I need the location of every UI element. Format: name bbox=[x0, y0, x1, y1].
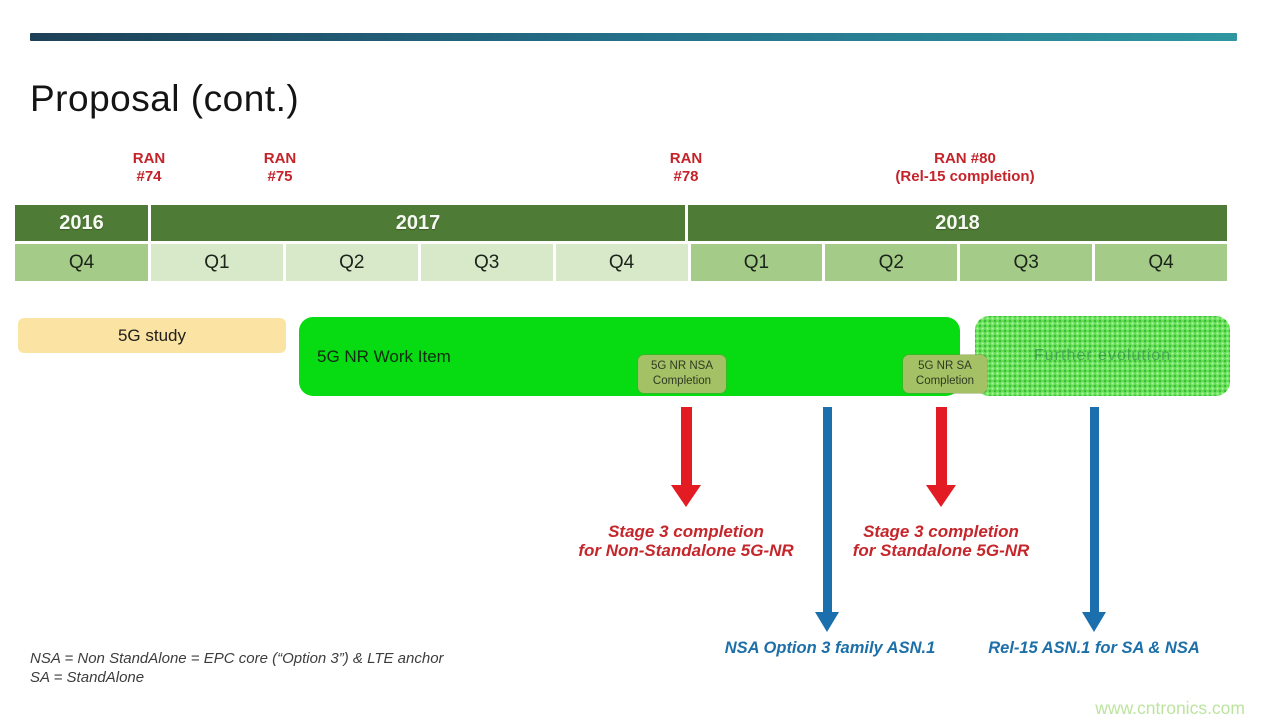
footnote: NSA = Non StandAlone = EPC core (“Option… bbox=[30, 649, 444, 687]
watermark: www.cntronics.com bbox=[1095, 698, 1245, 718]
year-cell-2016: 2016 bbox=[15, 205, 148, 241]
arrow-head bbox=[1082, 612, 1106, 632]
milestone-ran-80: RAN #80 (Rel-15 completion) bbox=[895, 150, 1035, 185]
quarter-cell-2017-q3: Q3 bbox=[420, 244, 553, 281]
accent-bar bbox=[30, 33, 1237, 41]
note-rel15-asn1: Rel-15 ASN.1 for SA & NSA bbox=[988, 639, 1200, 657]
footnote-line-sa: SA = StandAlone bbox=[30, 669, 145, 686]
down-arrow-red-nsa-icon bbox=[671, 407, 701, 507]
arrow-shaft bbox=[935, 407, 947, 485]
page-title: Proposal (cont.) bbox=[30, 78, 300, 119]
quarter-cell-2016-q4: Q4 bbox=[15, 244, 148, 281]
arrow-shaft bbox=[1089, 407, 1099, 612]
tag-5g-nr-nsa-completion: 5G NR NSA Completion bbox=[638, 355, 726, 393]
bar-5g-nr-work-item-label: 5G NR Work Item bbox=[317, 346, 451, 366]
note-nsa-option3-asn1: NSA Option 3 family ASN.1 bbox=[724, 639, 936, 657]
note-stage3-sa: Stage 3 completion for Standalone 5G-NR bbox=[852, 522, 1030, 560]
quarter-cell-2018-q3: Q3 bbox=[960, 244, 1093, 281]
footnote-line-nsa: NSA = Non StandAlone = EPC core (“Option… bbox=[30, 650, 444, 667]
quarter-cell-2018-q2: Q2 bbox=[825, 244, 958, 281]
quarter-cell-2017-q1: Q1 bbox=[151, 244, 283, 281]
arrow-head bbox=[671, 485, 701, 507]
timeline-year-row: 2016 2017 2018 bbox=[15, 205, 1227, 241]
bar-further-evolution-label: Further evolution bbox=[1033, 347, 1172, 364]
arrow-head bbox=[815, 612, 839, 632]
quarter-cell-2017-q2: Q2 bbox=[285, 244, 418, 281]
arrow-head bbox=[926, 485, 956, 507]
bar-further-evolution: Further evolution bbox=[975, 316, 1230, 396]
year-cell-2017: 2017 bbox=[151, 205, 685, 241]
quarter-cell-2017-q4: Q4 bbox=[555, 244, 688, 281]
milestone-ran-74: RAN #74 bbox=[132, 150, 166, 185]
milestone-ran-78: RAN #78 bbox=[669, 150, 703, 185]
year-cell-2018: 2018 bbox=[688, 205, 1227, 241]
down-arrow-blue-rel15-asn1-icon bbox=[1082, 407, 1106, 632]
note-stage3-nsa: Stage 3 completion for Non-Standalone 5G… bbox=[578, 522, 794, 560]
milestone-ran-75: RAN #75 bbox=[263, 150, 297, 185]
tag-5g-nr-sa-completion: 5G NR SA Completion bbox=[903, 355, 987, 393]
bar-5g-nr-work-item: 5G NR Work Item bbox=[299, 317, 960, 396]
bar-5g-study-label: 5G study bbox=[117, 325, 187, 345]
quarter-cell-2018-q1: Q1 bbox=[690, 244, 823, 281]
bar-5g-study: 5G study bbox=[18, 318, 286, 353]
timeline-quarter-row: Q4 Q1 Q2 Q3 Q4 Q1 Q2 Q3 Q4 bbox=[15, 244, 1227, 281]
quarter-cell-2018-q4: Q4 bbox=[1095, 244, 1227, 281]
down-arrow-red-sa-icon bbox=[926, 407, 956, 507]
arrow-shaft bbox=[822, 407, 832, 612]
arrow-shaft bbox=[680, 407, 692, 485]
down-arrow-blue-nsa-asn1-icon bbox=[815, 407, 839, 632]
